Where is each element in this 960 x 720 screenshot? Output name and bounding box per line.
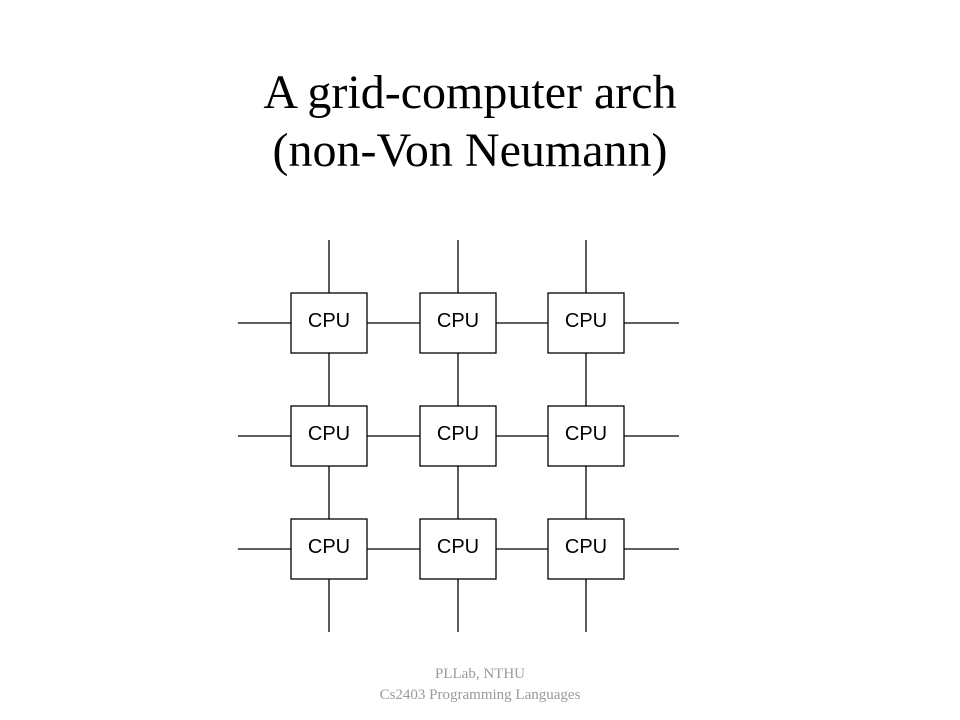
cpu-label: CPU (437, 310, 479, 332)
cpu-label: CPU (565, 310, 607, 332)
slide-title: A grid-computer arch (non-Von Neumann) (0, 64, 940, 180)
cpu-node: CPU (547, 292, 625, 354)
cpu-node: CPU (290, 518, 368, 580)
cpu-box (547, 292, 625, 354)
cpu-box (290, 405, 368, 467)
cpu-label: CPU (308, 536, 350, 558)
footer-lab-name: PLLab, NTHU (435, 666, 525, 682)
cpu-node: CPU (547, 518, 625, 580)
slide-footer: PLLab, NTHU Cs2403 Programming Languages (0, 664, 960, 706)
cpu-label: CPU (308, 423, 350, 445)
cpu-box (547, 518, 625, 580)
cpu-label: CPU (565, 423, 607, 445)
cpu-box (290, 292, 368, 354)
cpu-label: CPU (565, 536, 607, 558)
title-line-1: A grid-computer arch (263, 66, 677, 119)
cpu-box (290, 518, 368, 580)
cpu-node: CPU (419, 405, 497, 467)
cpu-node: CPU (547, 405, 625, 467)
cpu-label: CPU (437, 423, 479, 445)
cpu-label: CPU (437, 536, 479, 558)
cpu-box (547, 405, 625, 467)
cpu-box (419, 518, 497, 580)
cpu-label: CPU (308, 310, 350, 332)
cpu-node: CPU (419, 292, 497, 354)
title-line-2: (non-Von Neumann) (272, 124, 668, 177)
cpu-box (419, 292, 497, 354)
cpu-box (419, 405, 497, 467)
footer-course-name: Cs2403 Programming Languages (379, 687, 581, 703)
cpu-node: CPU (290, 405, 368, 467)
cpu-node: CPU (419, 518, 497, 580)
cpu-node: CPU (290, 292, 368, 354)
